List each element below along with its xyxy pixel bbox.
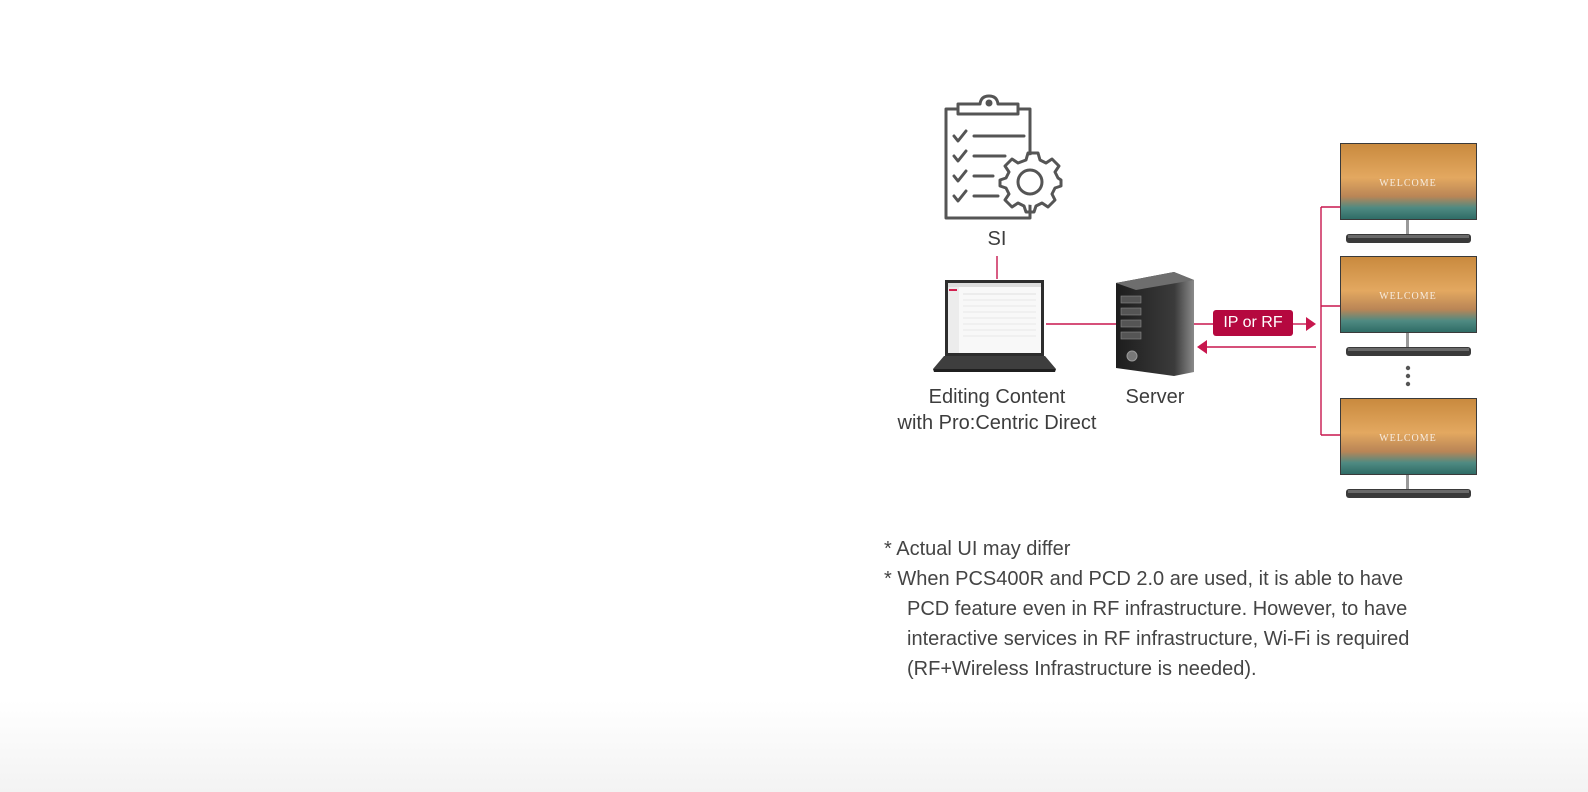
- tv-screen-text: WELCOME: [1379, 433, 1437, 444]
- vertical-ellipsis-icon: [1406, 366, 1410, 386]
- tv-screen-text: WELCOME: [1379, 291, 1437, 302]
- footnotes: * Actual UI may differ * When PCS400R an…: [884, 534, 1464, 684]
- clipboard-checklist-gear-icon: [946, 96, 1061, 218]
- server-label: Server: [1113, 384, 1197, 410]
- tv-display-icon: WELCOME: [1340, 256, 1477, 356]
- laptop-label-line2: with Pro:Centric Direct: [884, 410, 1110, 436]
- laptop-label-line1: Editing Content: [884, 384, 1110, 410]
- si-label: SI: [974, 226, 1020, 252]
- server-tower-icon: [1116, 272, 1194, 376]
- footnote-pcs400r-cont3: (RF+Wireless Infrastructure is needed).: [884, 654, 1464, 684]
- tv-display-icon: WELCOME: [1340, 398, 1477, 498]
- arrow-right-icon: [1306, 317, 1316, 331]
- laptop-label: Editing Content with Pro:Centric Direct: [884, 384, 1110, 436]
- tv-display-icon: WELCOME: [1340, 143, 1477, 243]
- footnote-ui-differ: * Actual UI may differ: [884, 534, 1464, 564]
- footnote-pcs400r: * When PCS400R and PCD 2.0 are used, it …: [884, 564, 1464, 594]
- arrow-left-icon: [1197, 340, 1207, 354]
- tv-screen-text: WELCOME: [1379, 178, 1437, 189]
- footnote-pcs400r-cont2: interactive services in RF infrastructur…: [884, 624, 1464, 654]
- footnote-pcs400r-cont1: PCD feature even in RF infrastructure. H…: [884, 594, 1464, 624]
- connection-type-badge: IP or RF: [1213, 310, 1293, 336]
- laptop-icon: [933, 280, 1056, 372]
